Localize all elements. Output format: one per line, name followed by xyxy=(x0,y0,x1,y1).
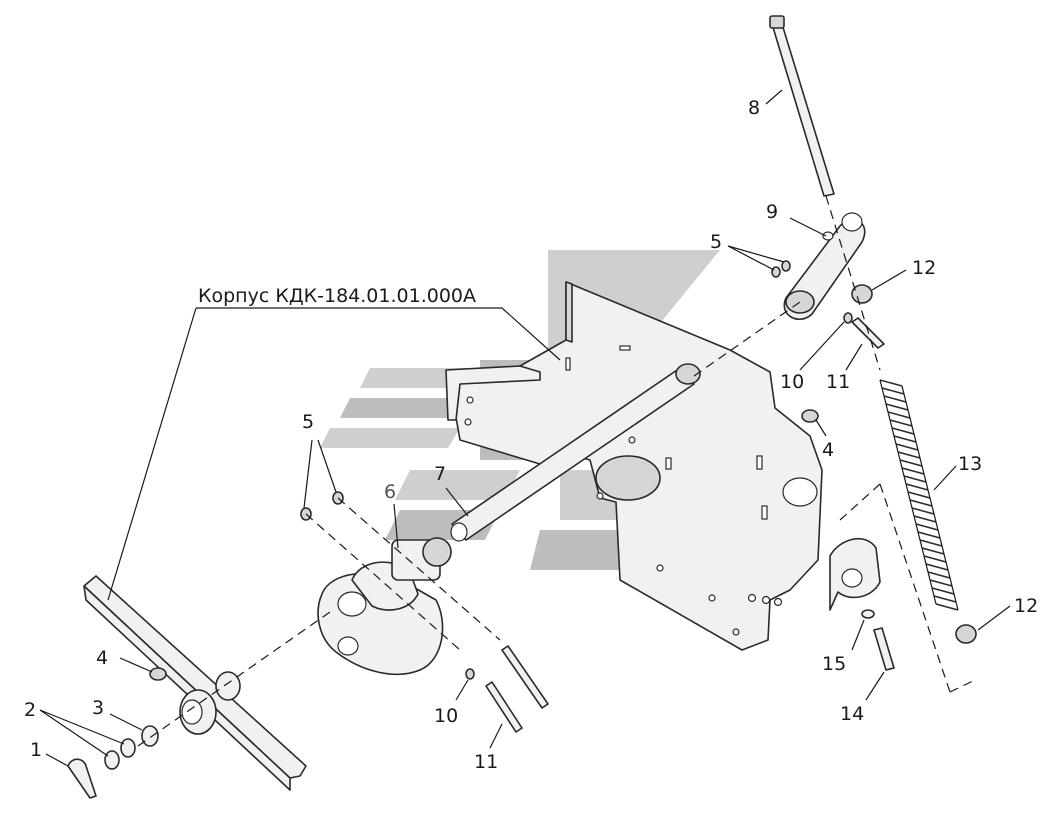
callout-10-right: 10 xyxy=(780,371,804,393)
nut-part-5-right-b xyxy=(781,260,791,272)
assembly-axis-lines xyxy=(137,195,976,747)
callout-8: 8 xyxy=(748,97,760,119)
washer-part-2a xyxy=(120,738,136,758)
callout-4-right: 4 xyxy=(822,439,834,461)
pin-part-10-left xyxy=(465,668,475,680)
housing-plate xyxy=(445,281,823,651)
grease-fitting-part-4-left xyxy=(149,667,167,681)
rod-part-8 xyxy=(769,15,835,197)
callout-12-top: 12 xyxy=(912,257,936,279)
nut-part-12-bottom xyxy=(955,624,977,644)
grease-fitting-part-4-right xyxy=(801,409,819,423)
lower-plate-part xyxy=(83,575,307,791)
washer-part-3 xyxy=(141,725,159,747)
callout-2: 2 xyxy=(24,699,36,721)
callout-13: 13 xyxy=(958,453,982,475)
callout-5-left: 5 xyxy=(302,411,314,433)
shaft-part-7 xyxy=(450,363,701,542)
washer-part-2b xyxy=(104,750,120,770)
cotter-pin-part-1 xyxy=(67,758,97,799)
nut-part-5-right-a xyxy=(771,266,781,278)
nut-part-12-top xyxy=(851,284,873,304)
pin-part-10-top xyxy=(843,312,853,324)
lever-part-9 xyxy=(783,212,866,320)
callout-9: 9 xyxy=(766,201,778,223)
washer-part-15 xyxy=(861,609,875,619)
callout-1: 1 xyxy=(30,739,42,761)
bolt-part-11-mid xyxy=(501,645,549,709)
pin-part-14 xyxy=(873,627,895,671)
callout-3: 3 xyxy=(92,697,104,719)
callout-15: 15 xyxy=(822,653,846,675)
callout-12-bottom: 12 xyxy=(1014,595,1038,617)
callout-11-left: 11 xyxy=(474,751,498,773)
callout-7: 7 xyxy=(434,463,446,485)
callout-14: 14 xyxy=(840,703,864,725)
callout-6: 6 xyxy=(384,481,396,503)
callout-5-right: 5 xyxy=(710,231,722,253)
spring-part-13 xyxy=(879,379,959,611)
assembly-label: Корпус КДК-184.01.01.000А xyxy=(198,285,476,307)
callout-10-left: 10 xyxy=(434,705,458,727)
cam-part-6 xyxy=(317,537,452,676)
leader-lines xyxy=(39,89,1011,767)
callout-4-left: 4 xyxy=(96,647,108,669)
bracket-part xyxy=(829,538,881,611)
bolt-part-11-left xyxy=(485,681,523,733)
callout-11-right: 11 xyxy=(826,371,850,393)
